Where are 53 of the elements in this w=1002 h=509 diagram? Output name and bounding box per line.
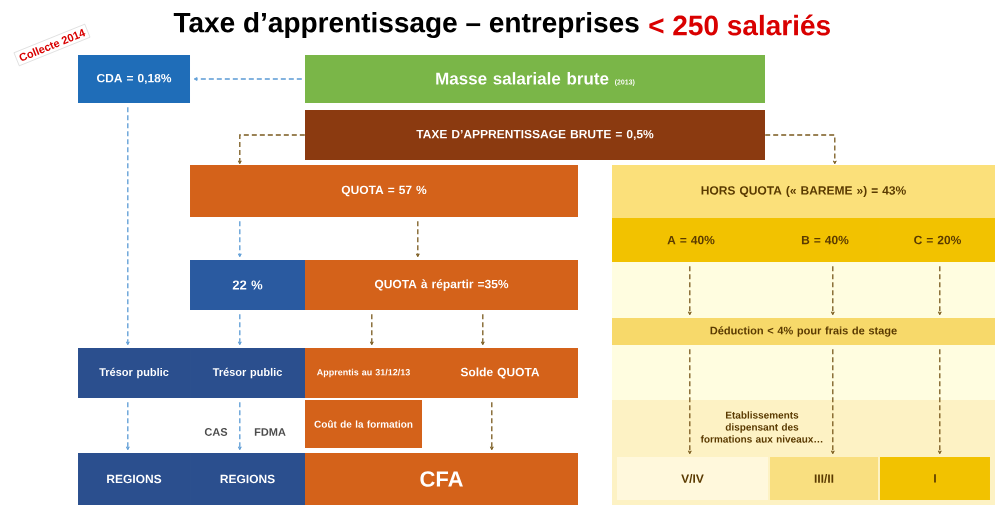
quota-band: QUOTA = 57 % xyxy=(190,165,578,217)
level-cell: V/IV xyxy=(617,457,768,500)
arrow xyxy=(125,106,130,346)
quota-band: HORS QUOTA (« BAREME ») = 43% xyxy=(612,165,995,218)
tax-band: TAXE D’APPRENTISSAGE BRUTE = 0,5% xyxy=(305,110,765,160)
account-box: CDA = 0,18% xyxy=(78,55,190,103)
arrow xyxy=(193,77,303,81)
destination-box: REGIONS xyxy=(190,453,305,505)
arrow xyxy=(237,134,306,165)
node-label: Solde QUOTA xyxy=(460,367,540,379)
cost-box: Coût de la formation xyxy=(305,400,422,448)
arrow xyxy=(369,313,374,346)
arrow xyxy=(415,220,420,258)
destination-box: REGIONS xyxy=(78,453,190,505)
arrow xyxy=(480,313,485,346)
node-label: C = 20% xyxy=(914,235,962,245)
arrow xyxy=(237,220,242,258)
arrow xyxy=(830,265,835,316)
arrow xyxy=(237,313,242,346)
node-label: B = 40% xyxy=(801,235,849,245)
share-cell: C = 20% xyxy=(880,218,995,262)
arrow xyxy=(489,401,494,451)
arrow xyxy=(237,401,242,451)
recipient-box: Apprentis au 31/12/13 xyxy=(305,348,422,398)
title-highlight: < 250 salariés xyxy=(649,14,830,36)
share-cell: B = 40% xyxy=(770,218,880,262)
deduction-band: Déduction < 4% pour frais de stage xyxy=(612,318,995,345)
arrow xyxy=(830,348,835,455)
recipient-box: Trésor public xyxy=(78,348,190,398)
arrow xyxy=(125,401,130,451)
node-label: REGIONS xyxy=(107,474,162,484)
share-box: 22 % xyxy=(190,260,305,310)
share-cell: A = 40% xyxy=(612,218,770,262)
arrow xyxy=(687,265,692,316)
destination-box: CFA xyxy=(305,453,578,505)
flow-label: FDMA xyxy=(254,428,286,436)
node-label: Apprentis au 31/12/13 xyxy=(316,368,410,378)
share-box: QUOTA à répartir =35% xyxy=(305,260,578,310)
node-label: Trésor public xyxy=(99,367,169,379)
node-label: Coût de la formation xyxy=(314,420,413,428)
node-label: A = 40% xyxy=(667,235,715,245)
title: Taxe d’apprentissage – entreprises xyxy=(173,11,639,39)
arrow xyxy=(937,348,942,455)
recipient-box: Solde QUOTA xyxy=(422,348,578,398)
arrow xyxy=(937,265,942,316)
level-cell: I xyxy=(880,457,990,500)
level-cell: III/II xyxy=(770,457,878,500)
recipient-box: Trésor public xyxy=(190,348,305,398)
flow-label: CAS xyxy=(204,428,228,436)
arrow xyxy=(764,134,837,165)
arrow xyxy=(687,348,692,455)
node-label: REGIONS xyxy=(220,474,275,484)
node-label: Trésor public xyxy=(212,367,283,379)
